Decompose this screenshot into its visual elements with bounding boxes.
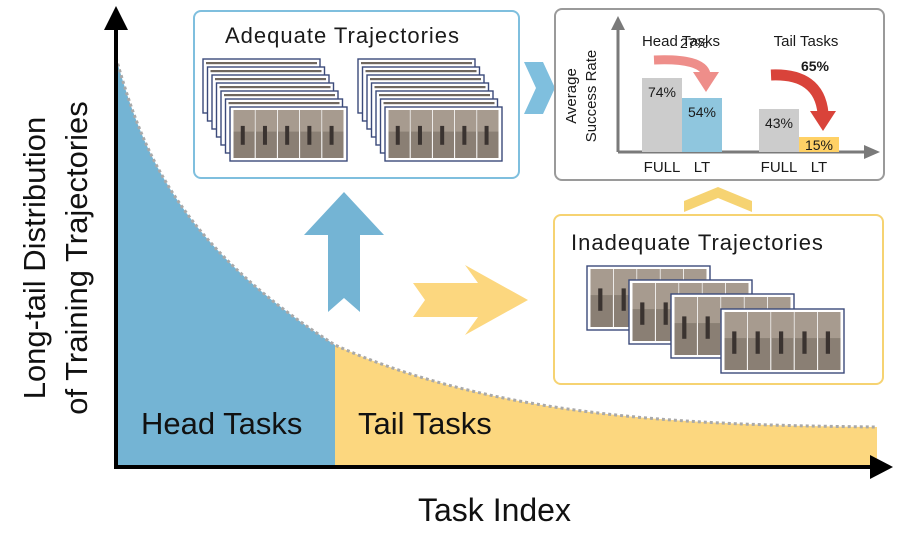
inadequate-frame-card [720, 308, 845, 374]
chart-bar-value-label: 74% [648, 84, 676, 100]
chevron-right-icon [524, 62, 555, 114]
y-axis-arrowhead [104, 6, 128, 30]
chart-category-label: LT [694, 159, 710, 176]
inadequate-frame-cards [586, 265, 845, 374]
chart-drop-arrowhead [810, 111, 836, 131]
chart-category-label: LT [811, 159, 827, 176]
chart-bar [759, 109, 799, 152]
chart-drop-label: 27% [680, 35, 708, 51]
adequate-stack-left [202, 58, 348, 162]
adequate-stack-right-frame [384, 106, 503, 162]
adequate-trajectories-panel: Adequate Trajectories [193, 10, 520, 179]
y-axis-title-line2: of Training Trajectories [59, 101, 94, 415]
y-axis-title-line1: Long-tail Distribution [17, 116, 52, 400]
chart-category-label: FULL [644, 159, 681, 176]
inadequate-trajectories-panel: Inadequate Trajectories [553, 214, 884, 385]
up-arrow [304, 192, 384, 312]
chart-bar [682, 98, 722, 152]
x-axis-arrowhead [870, 455, 893, 479]
distribution-curve [114, 57, 878, 429]
inadequate-panel-title: Inadequate Trajectories [571, 230, 824, 255]
chevron-up-icon [684, 187, 752, 212]
chart-bar-value-label: 43% [765, 115, 793, 131]
right-arrow [413, 265, 528, 335]
chart-drop-arrow [653, 55, 711, 76]
chart-bar [799, 137, 839, 152]
chart-group-title: Head Tasks [642, 33, 720, 50]
chart-drop-arrowhead [693, 72, 719, 92]
chart-bar-value-label: 15% [805, 137, 833, 153]
chart-category-label: FULL [761, 159, 798, 176]
chart-y-axis-arrowhead [611, 16, 625, 30]
chart-x-axis-arrowhead [864, 145, 880, 159]
chart-drop-arrow [770, 69, 829, 114]
head-tasks-label: Head Tasks [141, 406, 303, 441]
head-region [116, 58, 335, 467]
adequate-stack-left-frame [229, 106, 348, 162]
chart-ylabel-line1: Average [563, 68, 580, 124]
x-axis-title: Task Index [418, 492, 571, 528]
tail-region [335, 345, 877, 467]
chart-bar [642, 78, 682, 152]
adequate-frame-stacks [202, 58, 503, 162]
chart-bar-value-label: 54% [688, 104, 716, 120]
adequate-panel-title: Adequate Trajectories [225, 23, 461, 48]
adequate-stack-right [357, 58, 503, 162]
chart-group-title: Tail Tasks [774, 33, 839, 50]
tail-tasks-label: Tail Tasks [358, 406, 492, 441]
chart-drop-label: 65% [801, 58, 830, 74]
chart-ylabel-line2: Success Rate [583, 50, 600, 143]
